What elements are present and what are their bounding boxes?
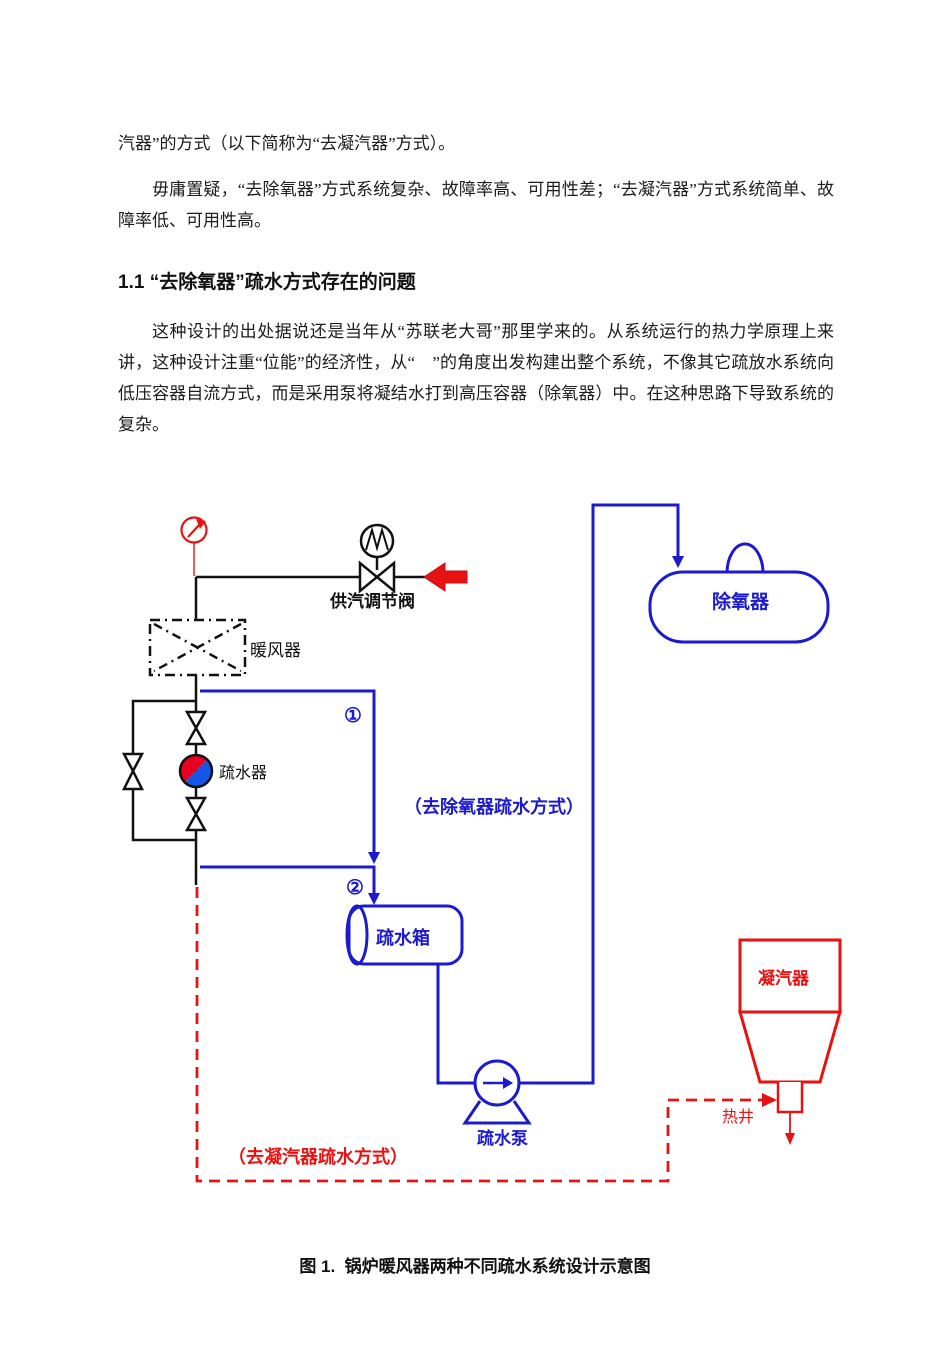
red-route-arrowhead <box>762 1093 777 1107</box>
paragraph-comparison: 毋庸置疑，“去除氧器”方式系统复杂、故障率高、可用性差；“去凝汽器”方式系统简单… <box>118 180 834 230</box>
paragraph-design-origin: 这种设计的出处据说还是当年从“苏联老大哥”那里学来的。从系统运行的热力学原理上来… <box>118 322 834 434</box>
label-blue-route: （去除氧器疏水方式） <box>404 796 584 817</box>
label-air-heater: 暖风器 <box>250 641 301 660</box>
bypass-valve-icon <box>121 752 145 791</box>
label-route1-marker: ① <box>344 705 362 727</box>
trap-inlet-valve-icon <box>184 710 208 746</box>
label-route2-marker: ② <box>346 877 364 899</box>
figure-boiler-drain-schematic: 供汽调节阀 暖风器 疏水器 ① ② （去除氧器疏水方式） 疏水箱 疏水泵 除氧器… <box>121 503 842 1183</box>
steam-trap-icon <box>178 753 214 789</box>
blue-route-arrowheads <box>368 556 684 905</box>
label-drain-tank: 疏水箱 <box>376 927 430 948</box>
red-drain-route-dashed <box>195 887 762 1183</box>
label-supply-valve: 供汽调节阀 <box>329 591 415 611</box>
pressure-gauge-icon <box>180 516 208 576</box>
label-steam-trap: 疏水器 <box>219 764 267 782</box>
label-condenser: 凝汽器 <box>758 968 810 988</box>
blue-drain-route-pipes <box>200 503 680 1085</box>
drain-tank-icon <box>345 904 464 966</box>
air-heater-icon <box>148 618 247 677</box>
paragraph-continuation: 汽器”的方式（以下简称为“去凝汽器”方式）。 <box>118 134 456 153</box>
trap-outlet-valve-icon <box>184 796 208 832</box>
drain-pump-icon <box>462 1059 532 1125</box>
label-deaerator: 除氧器 <box>712 590 770 613</box>
steam-supply-pipe <box>131 575 427 885</box>
deaerator-icon <box>648 542 830 644</box>
label-red-route: （去凝汽器疏水方式） <box>228 1146 408 1167</box>
steam-inlet-arrow <box>423 562 468 592</box>
label-drain-pump: 疏水泵 <box>477 1128 528 1148</box>
figure-caption: 图 1. 锅炉暖风器两种不同疏水系统设计示意图 <box>299 1257 651 1276</box>
steam-control-valve-icon <box>358 523 396 594</box>
label-hotwell: 热井 <box>722 1108 754 1126</box>
condenser-icon <box>738 938 842 1114</box>
condensate-down-arrow <box>785 1112 795 1145</box>
section-heading-1-1: 1.1 “去除氧器”疏水方式存在的问题 <box>118 271 416 293</box>
